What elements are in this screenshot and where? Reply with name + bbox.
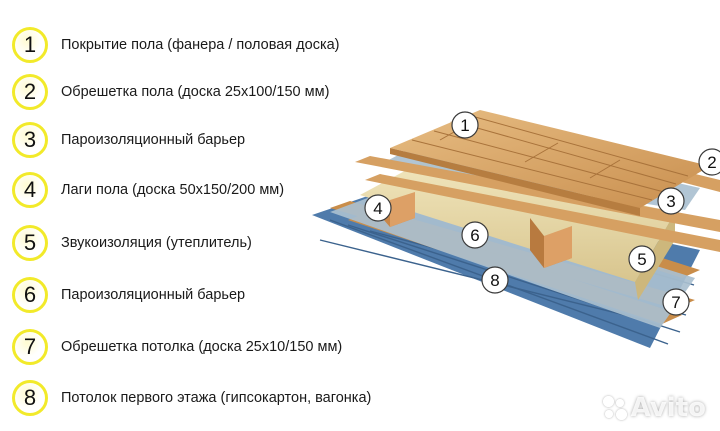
- svg-text:8: 8: [490, 271, 499, 290]
- svg-text:7: 7: [671, 293, 680, 312]
- diagram-tag-8: 8: [481, 266, 509, 294]
- legend-item-label: Звукоизоляция (утеплитель): [61, 235, 252, 251]
- svg-text:6: 6: [470, 226, 479, 245]
- diagram-tag-2: 2: [698, 148, 720, 176]
- legend-item-5: 5 Звукоизоляция (утеплитель): [12, 223, 252, 263]
- diagram-tag-5: 5: [628, 245, 656, 273]
- floor-batten: [365, 174, 720, 252]
- legend-number-badge: 1: [12, 27, 48, 63]
- legend-item-label: Потолок первого этажа (гипсокартон, ваго…: [61, 390, 372, 406]
- legend-item-2: 2 Обрешетка пола (доска 25х100/150 мм): [12, 72, 329, 112]
- diagram-tag-7: 7: [662, 288, 690, 316]
- legend-number-badge: 8: [12, 380, 48, 416]
- legend-item-3: 3 Пароизоляционный барьер: [12, 120, 245, 160]
- svg-text:3: 3: [666, 192, 675, 211]
- legend-number-badge: 5: [12, 225, 48, 261]
- vapor-barrier-lower: [330, 186, 695, 328]
- svg-text:4: 4: [373, 199, 382, 218]
- legend-item-label: Обрешетка пола (доска 25х100/150 мм): [61, 84, 330, 100]
- legend-item-6: 6 Пароизоляционный барьер: [12, 275, 245, 315]
- floor-joist-face: [390, 192, 415, 227]
- svg-text:5: 5: [637, 250, 646, 269]
- diagram-tag-6: 6: [461, 221, 489, 249]
- avito-watermark-text: Avito: [630, 393, 706, 423]
- floor-board-edge: [390, 148, 640, 216]
- floor-layers-diagram: 1 2 3 4 5 6 7 8: [312, 110, 720, 348]
- legend-number-badge: 3: [12, 122, 48, 158]
- diagram-callout-tags: 1 2 3 4 5 6 7 8: [364, 111, 720, 316]
- avito-logo-icon: [602, 396, 627, 420]
- legend: 1 Покрытие пола (фанера / половая доска)…: [12, 25, 371, 418]
- legend-item-8: 8 Потолок первого этажа (гипсокартон, ва…: [12, 378, 371, 418]
- legend-item-1: 1 Покрытие пола (фанера / половая доска): [12, 25, 340, 65]
- avito-watermark: Avito: [602, 393, 706, 423]
- legend-item-label: Пароизоляционный барьер: [61, 132, 246, 148]
- legend-number-badge: 7: [12, 329, 48, 365]
- floor-joist-face: [544, 226, 572, 268]
- svg-text:2: 2: [707, 153, 716, 172]
- legend-item-label: Обрешетка потолка (доска 25х10/150 мм): [61, 339, 343, 355]
- diagram-tag-1: 1: [451, 111, 479, 139]
- legend-number-badge: 6: [12, 277, 48, 313]
- legend-item-7: 7 Обрешетка потолка (доска 25х10/150 мм): [12, 327, 342, 367]
- legend-item-label: Лаги пола (доска 50х150/200 мм): [61, 182, 285, 198]
- legend-item-label: Покрытие пола (фанера / половая доска): [61, 37, 340, 53]
- legend-number-badge: 2: [12, 74, 48, 110]
- legend-item-4: 4 Лаги пола (доска 50х150/200 мм): [12, 170, 284, 210]
- legend-number-badge: 4: [12, 172, 48, 208]
- diagram-tag-3: 3: [657, 187, 685, 215]
- diagram-tag-4: 4: [364, 194, 392, 222]
- legend-item-label: Пароизоляционный барьер: [61, 287, 246, 303]
- floor-joist-side: [530, 218, 544, 268]
- svg-text:1: 1: [460, 116, 469, 135]
